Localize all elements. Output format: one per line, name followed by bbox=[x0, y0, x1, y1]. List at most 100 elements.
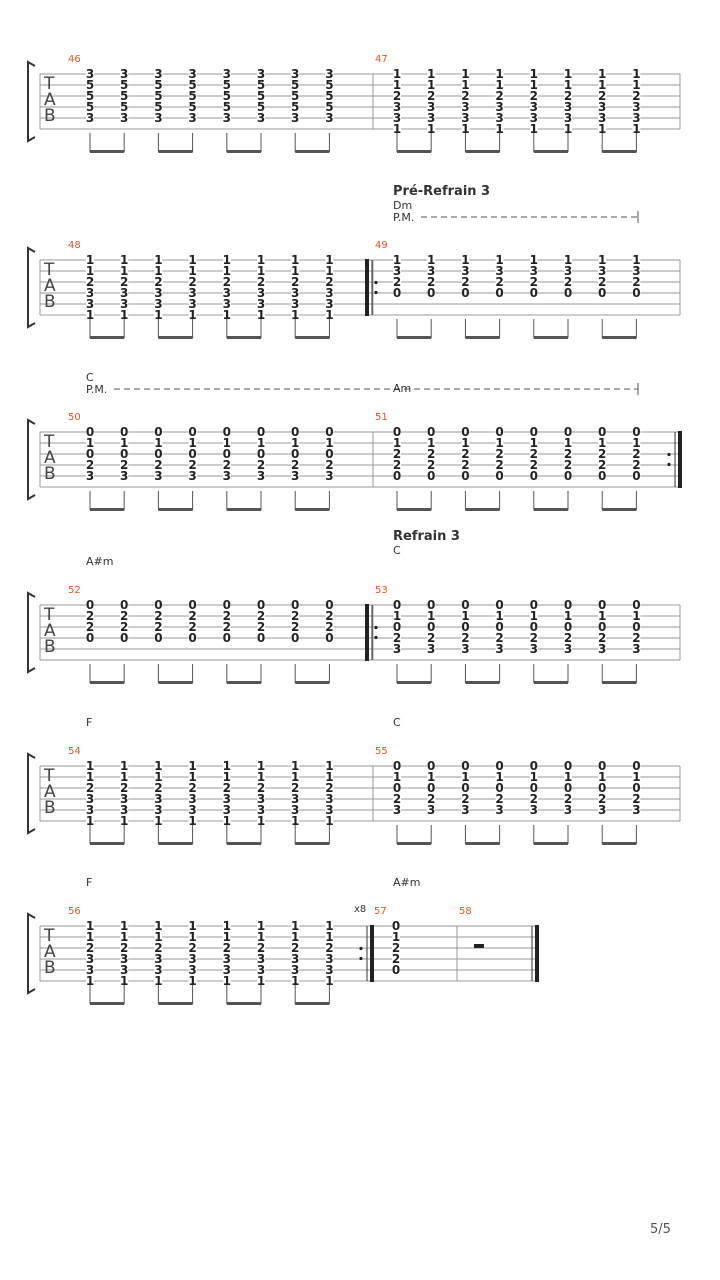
fret-number: 2 bbox=[120, 609, 128, 623]
fret-backdrop bbox=[564, 782, 572, 793]
fret-backdrop bbox=[86, 760, 94, 771]
fret-backdrop bbox=[598, 599, 607, 610]
fret-number: 3 bbox=[325, 803, 333, 817]
fret-number: 2 bbox=[632, 275, 640, 289]
fret-number: 0 bbox=[154, 598, 162, 612]
fret-backdrop bbox=[86, 276, 94, 287]
fret-backdrop bbox=[564, 426, 572, 437]
fret-number: 1 bbox=[257, 770, 265, 784]
fret-backdrop bbox=[632, 79, 641, 90]
fret-backdrop bbox=[120, 771, 129, 782]
fret-number: 2 bbox=[461, 458, 469, 472]
fret-number: 2 bbox=[461, 792, 469, 806]
fret-backdrop bbox=[598, 760, 607, 771]
fret-number: 1 bbox=[530, 122, 538, 136]
chord-name: C bbox=[393, 716, 401, 729]
fret-backdrop bbox=[188, 437, 197, 448]
fret-number: 3 bbox=[461, 100, 469, 114]
fret-number: 2 bbox=[188, 781, 196, 795]
fret-number: 1 bbox=[291, 436, 299, 450]
fret-number: 0 bbox=[530, 469, 538, 483]
fret-backdrop bbox=[257, 975, 265, 986]
tab-clef-letter: T bbox=[43, 74, 55, 94]
fret-backdrop bbox=[257, 804, 265, 815]
fret-backdrop bbox=[529, 101, 538, 112]
fret-backdrop bbox=[257, 459, 265, 470]
fret-number: 0 bbox=[632, 469, 640, 483]
fret-number: 1 bbox=[291, 770, 299, 784]
fret-number: 1 bbox=[325, 919, 333, 933]
fret-backdrop bbox=[222, 760, 231, 771]
fret-number: 1 bbox=[495, 436, 503, 450]
fret-number: 3 bbox=[223, 952, 231, 966]
fret-number: 2 bbox=[427, 792, 435, 806]
fret-backdrop bbox=[120, 931, 129, 942]
measure-number: 58 bbox=[459, 906, 472, 917]
fret-backdrop bbox=[495, 426, 504, 437]
fret-number: 1 bbox=[154, 253, 162, 267]
fret-backdrop bbox=[495, 470, 504, 481]
fret-backdrop bbox=[461, 621, 470, 632]
fret-backdrop bbox=[188, 68, 197, 79]
fret-number: 2 bbox=[120, 275, 128, 289]
fret-backdrop bbox=[461, 470, 470, 481]
system-bracket bbox=[27, 60, 36, 143]
fret-backdrop bbox=[632, 793, 641, 804]
fret-backdrop bbox=[154, 621, 163, 632]
fret-number: 1 bbox=[86, 770, 94, 784]
fret-number: 3 bbox=[257, 803, 265, 817]
fret-number: 3 bbox=[291, 792, 299, 806]
tab-clef-letter: T bbox=[43, 926, 55, 946]
fret-number: 3 bbox=[86, 111, 94, 125]
fret-backdrop bbox=[154, 804, 163, 815]
fret-number: 3 bbox=[291, 803, 299, 817]
fret-backdrop bbox=[598, 68, 607, 79]
fret-backdrop bbox=[461, 632, 470, 643]
fret-number: 1 bbox=[598, 78, 606, 92]
fret-backdrop bbox=[154, 437, 163, 448]
fret-number: 0 bbox=[495, 620, 503, 634]
fret-number: 3 bbox=[325, 792, 333, 806]
fret-backdrop bbox=[393, 459, 401, 470]
fret-backdrop bbox=[120, 309, 129, 320]
fret-number: 3 bbox=[154, 792, 162, 806]
fret-number: 1 bbox=[257, 436, 265, 450]
fret-number: 5 bbox=[120, 100, 128, 114]
fret-backdrop bbox=[325, 632, 334, 643]
fret-number: 2 bbox=[393, 792, 401, 806]
fret-backdrop bbox=[325, 610, 334, 621]
fret-backdrop bbox=[598, 793, 607, 804]
fret-number: 2 bbox=[598, 89, 606, 103]
fret-number: 1 bbox=[564, 253, 572, 267]
chord-name: A#m bbox=[393, 876, 420, 889]
fret-backdrop bbox=[529, 123, 538, 134]
fret-number: 0 bbox=[632, 620, 640, 634]
fret-number: 2 bbox=[257, 620, 265, 634]
fret-backdrop bbox=[120, 964, 129, 975]
fret-number: 2 bbox=[392, 952, 400, 966]
fret-number: 1 bbox=[291, 253, 299, 267]
fret-number: 0 bbox=[154, 631, 162, 645]
fret-backdrop bbox=[632, 265, 641, 276]
fret-number: 0 bbox=[188, 598, 196, 612]
fret-backdrop bbox=[598, 632, 607, 643]
fret-backdrop bbox=[495, 610, 504, 621]
fret-backdrop bbox=[120, 287, 129, 298]
measure-number: 50 bbox=[68, 412, 81, 423]
note-beam bbox=[533, 842, 568, 845]
fret-backdrop bbox=[120, 760, 129, 771]
fret-backdrop bbox=[154, 793, 163, 804]
note-beam bbox=[397, 681, 432, 684]
fret-number: 0 bbox=[495, 781, 503, 795]
fret-backdrop bbox=[154, 254, 163, 265]
fret-number: 1 bbox=[393, 436, 401, 450]
fret-number: 0 bbox=[291, 598, 299, 612]
fret-number: 3 bbox=[120, 297, 128, 311]
fret-number: 2 bbox=[598, 275, 606, 289]
fret-number: 0 bbox=[392, 963, 400, 977]
fret-number: 1 bbox=[427, 770, 435, 784]
fret-backdrop bbox=[188, 298, 197, 309]
fret-number: 1 bbox=[188, 759, 196, 773]
page-number: 5/5 bbox=[650, 1222, 671, 1237]
fret-number: 1 bbox=[461, 122, 469, 136]
